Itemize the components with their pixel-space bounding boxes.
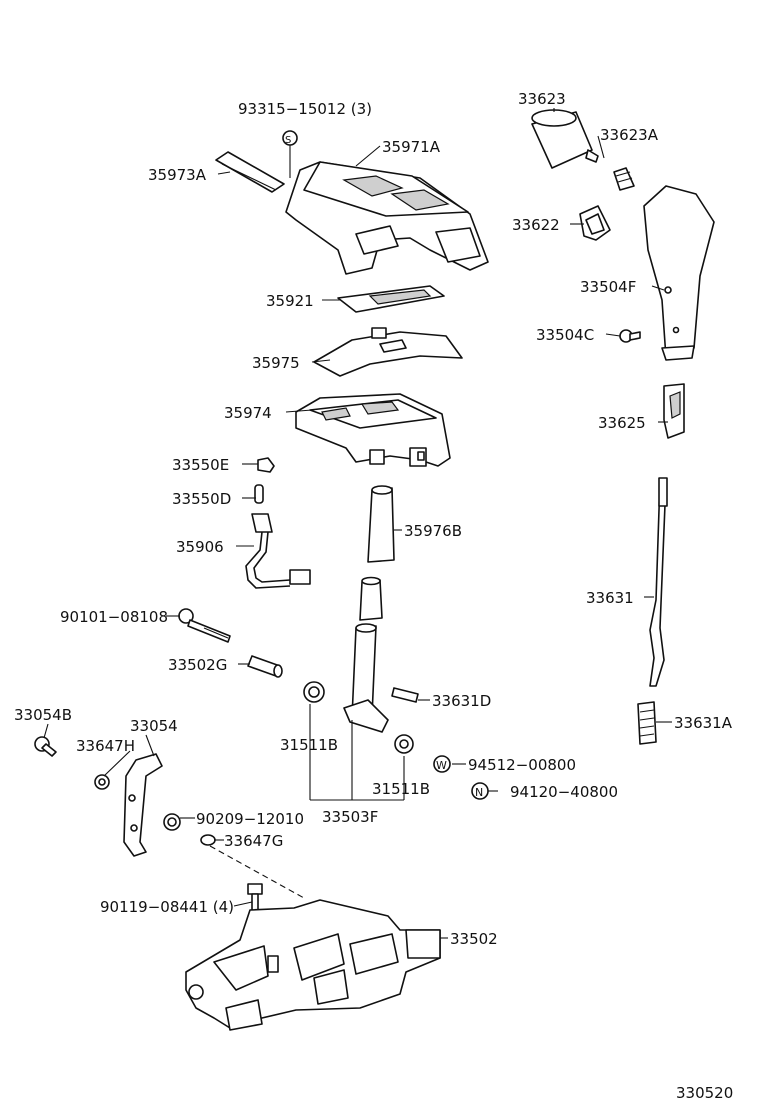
label-33631: 33631: [586, 589, 634, 607]
label-33625: 33625: [598, 414, 646, 432]
part-35921: [337, 285, 445, 313]
part-33054B: [34, 736, 57, 757]
label-93315-15012: 93315−15012 (3): [238, 100, 372, 118]
label-31511B-left: 31511B: [280, 736, 338, 754]
part-lever-shaft: [343, 623, 389, 733]
label-35921: 35921: [266, 292, 314, 310]
part-90119-08441: [247, 883, 263, 913]
part-31511B-left: [303, 681, 325, 703]
label-90101-08108: 90101−08108: [60, 608, 168, 626]
part-33623: [531, 109, 599, 169]
part-90101-08108: [178, 608, 231, 643]
part-35906: [245, 513, 311, 589]
part-33550E: [257, 457, 275, 473]
label-35976B: 35976B: [404, 522, 462, 540]
label-33631A: 33631A: [674, 714, 733, 732]
symbol-n: N: [475, 786, 483, 799]
label-94120-40800: 94120−40800: [510, 783, 618, 801]
part-33623A: [613, 167, 635, 191]
label-35971A: 35971A: [382, 138, 441, 156]
label-33623: 33623: [518, 90, 566, 108]
leader-lines: [43, 108, 672, 939]
label-31511B-right: 31511B: [372, 780, 430, 798]
part-90209-12010: [163, 813, 181, 831]
part-33502: [185, 899, 441, 1031]
label-33647G: 33647G: [224, 832, 283, 850]
label-33623A: 33623A: [600, 126, 659, 144]
part-33504C: [619, 329, 641, 343]
symbol-w: W: [436, 759, 447, 772]
part-33631A: [637, 701, 657, 745]
label-33502: 33502: [450, 930, 498, 948]
symbol-n-marker: N: [471, 782, 489, 800]
part-35971A: [285, 161, 489, 275]
label-33550E: 33550E: [172, 456, 229, 474]
part-33550D: [254, 484, 264, 504]
figure-number: 330520: [676, 1084, 733, 1102]
label-33631D: 33631D: [432, 692, 491, 710]
label-33647H: 33647H: [76, 737, 135, 755]
label-33503F: 33503F: [322, 808, 378, 826]
part-33504F: [643, 185, 715, 361]
label-35974: 35974: [224, 404, 272, 422]
part-31511B-right: [394, 734, 414, 754]
part-33631D: [391, 687, 419, 703]
label-33504C: 33504C: [536, 326, 594, 344]
symbol-s: S: [285, 135, 291, 146]
screw-93315-marker: S: [282, 130, 298, 178]
label-33502G: 33502G: [168, 656, 227, 674]
bracket-33503F: [309, 704, 405, 801]
label-33054B: 33054B: [14, 706, 72, 724]
part-33647H: [94, 774, 110, 790]
symbol-w-marker: W: [433, 755, 451, 773]
label-90209-12010: 90209−12010: [196, 810, 304, 828]
label-35906: 35906: [176, 538, 224, 556]
label-90119-08441: 90119−08441 (4): [100, 898, 234, 916]
label-33054: 33054: [130, 717, 178, 735]
label-35975: 35975: [252, 354, 300, 372]
part-35975: [313, 327, 463, 377]
part-33502G: [247, 655, 283, 678]
part-33631: [649, 477, 668, 687]
part-33054: [123, 753, 163, 857]
label-33550D: 33550D: [172, 490, 231, 508]
part-labels: 93315−15012 (3) 35971A 35973A 35921 3597…: [14, 90, 733, 1102]
label-33622: 33622: [512, 216, 560, 234]
label-94512-00800: 94512−00800: [468, 756, 576, 774]
part-lever-collar: [359, 576, 383, 621]
part-33625: [663, 383, 685, 439]
label-33504F: 33504F: [580, 278, 636, 296]
label-35973A: 35973A: [148, 166, 207, 184]
part-33622: [579, 205, 611, 241]
part-35974: [295, 393, 451, 467]
part-35976B: [367, 485, 395, 563]
part-35973A: [215, 151, 285, 193]
